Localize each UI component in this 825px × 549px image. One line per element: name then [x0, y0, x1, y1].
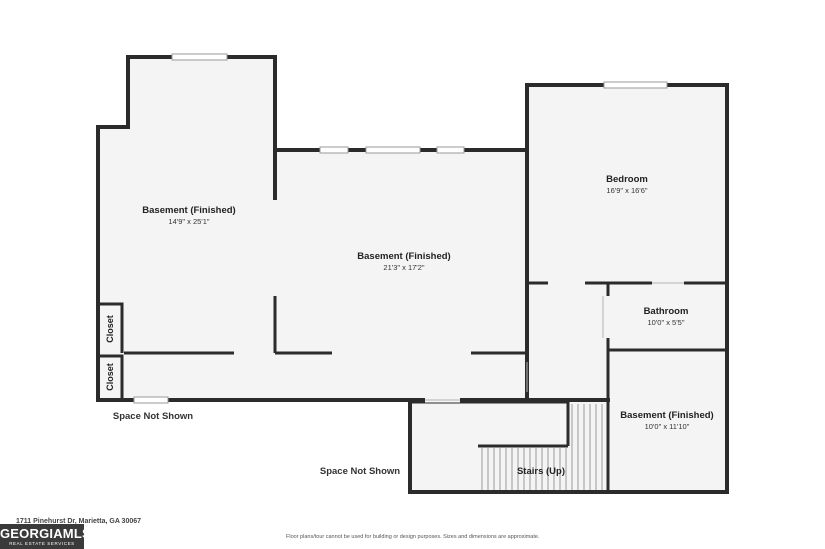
room-name-basement-left: Basement (Finished): [142, 205, 235, 216]
window-1: [171, 53, 228, 61]
wall-closet-2: [98, 354, 124, 398]
room-name-stairs: Stairs (Up): [517, 466, 565, 477]
space-not-shown-bottom: Space Not Shown: [320, 466, 400, 477]
room-name-basement-center: Basement (Finished): [357, 251, 450, 262]
wall-closet-1: [98, 302, 124, 353]
room-dims-bathroom: 10'0" x 5'5": [648, 318, 685, 327]
room-name-basement-right: Basement (Finished): [620, 410, 713, 421]
window-6: [133, 396, 169, 404]
floor-main: [98, 57, 727, 492]
window-4: [436, 146, 465, 154]
window-3: [365, 146, 421, 154]
window-5: [603, 81, 668, 89]
stairs: [481, 404, 603, 490]
room-name-bedroom: Bedroom: [606, 174, 648, 185]
windows: [133, 53, 668, 404]
room-dims-basement-center: 21'3" x 17'2": [383, 263, 424, 272]
room-dims-basement-left: 14'9" x 25'1": [168, 217, 209, 226]
georgia-mls-logo: GEORGIAMLS REAL ESTATE SERVICES: [0, 524, 91, 549]
door-frames: [425, 282, 684, 401]
closet-label-1: Closet: [105, 315, 115, 343]
disclaimer-text: Floor plans/tour cannot be used for buil…: [286, 534, 540, 540]
closet-label-2: Closet: [105, 363, 115, 391]
wall-left-outer: [96, 125, 412, 402]
logo-main-text: GEORGIAMLS: [0, 526, 91, 541]
space-not-shown-left: Space Not Shown: [113, 411, 193, 422]
wall-bedroom: [408, 83, 729, 494]
logo-sub-text: REAL ESTATE SERVICES: [9, 541, 75, 546]
room-dims-basement-right: 10'0" x 11'10": [645, 422, 690, 431]
window-2: [319, 146, 349, 154]
room-name-bathroom: Bathroom: [644, 306, 689, 317]
room-dims-bedroom: 16'9" x 16'6": [606, 186, 647, 195]
property-address: 1711 Pinehurst Dr, Marietta, GA 30067: [16, 518, 142, 525]
floor-fills: [98, 57, 727, 492]
